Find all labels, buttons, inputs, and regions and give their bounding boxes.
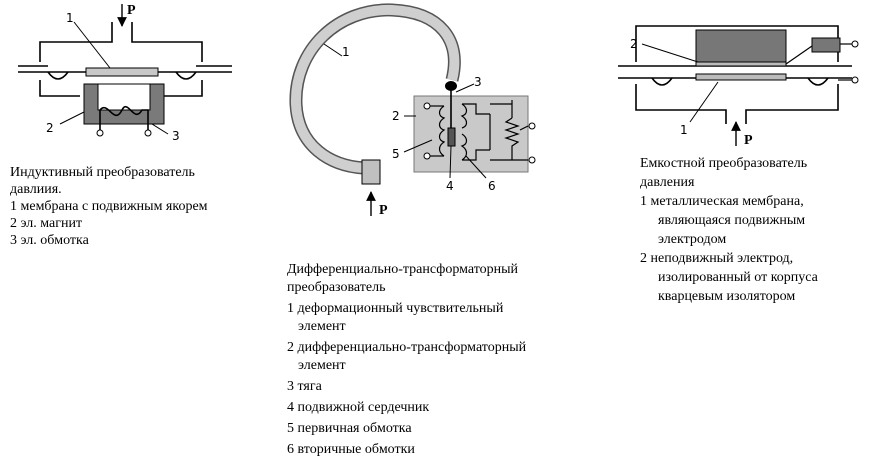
fixed-electrode-plate — [695, 61, 787, 67]
inductive-item-2: 2 эл. магнит — [10, 216, 83, 231]
inductive-caption: Индуктивный преобразователь давлиия. 1 м… — [10, 164, 208, 249]
inductive-title-line1: Индуктивный преобразователь — [10, 165, 195, 180]
differential-item-6: 6 вторичные обмотки — [287, 442, 415, 457]
inductive-terminal-right — [144, 129, 152, 137]
capacitive-terminal-top — [851, 40, 859, 48]
transformer-housing — [413, 95, 529, 173]
differential-item-2a: 2 дифференциально-трансформаторный — [287, 340, 527, 355]
capacitive-item-1c: электродом — [658, 232, 727, 247]
capacitive-label-2: 2 — [630, 37, 638, 51]
differential-label-3: 3 — [474, 75, 482, 89]
capacitive-transducer-figure: P 2 1 — [618, 25, 859, 148]
inductive-item-3: 3 эл. обмотка — [10, 233, 89, 248]
inductive-pressure-label: P — [127, 3, 136, 18]
bourdon-base — [361, 159, 381, 185]
fixed-electrode — [695, 29, 787, 63]
capacitive-item-2b: изолированный от корпуса — [658, 270, 818, 285]
capacitive-caption: Емкостной преобразователь давления 1 мет… — [640, 154, 818, 306]
differential-item-1b: элемент — [298, 319, 346, 334]
differential-caption: Дифференциально-трансформаторный преобра… — [287, 261, 526, 459]
differential-label-6: 6 — [488, 179, 496, 193]
capacitive-item-2a: 2 неподвижный электрод, — [640, 251, 794, 266]
differential-transducer-figure: P 1 2 — [289, 3, 536, 218]
inductive-transducer-figure: P 1 2 3 — [18, 3, 232, 143]
differential-item-3: 3 тяга — [287, 379, 322, 394]
differential-label-4: 4 — [446, 179, 454, 193]
differential-title-line2: преобразователь — [287, 280, 386, 295]
differential-item-5: 5 первичная обмотка — [287, 421, 412, 436]
inductive-armature — [85, 67, 159, 77]
moving-core — [447, 127, 456, 147]
quartz-insulator — [811, 37, 841, 53]
primary-winding — [430, 105, 446, 157]
capacitive-item-1b: являющаяся подвижным — [658, 213, 806, 228]
differential-item-1a: 1 деформационный чувствительный — [287, 301, 504, 316]
capacitive-title-line1: Емкостной преобразователь — [640, 156, 808, 171]
differential-item-4: 4 подвижной сердечник — [287, 400, 430, 415]
secondary-windings — [460, 100, 529, 161]
differential-title-line1: Дифференциально-трансформаторный — [287, 262, 519, 277]
differential-label-1: 1 — [342, 45, 350, 59]
inductive-housing — [18, 22, 232, 97]
differential-pressure-label: P — [379, 203, 388, 218]
inductive-terminal-left — [96, 129, 104, 137]
inductive-label-3: 3 — [172, 129, 180, 143]
inductive-item-1: 1 мембрана с подвижным якорем — [10, 199, 208, 214]
capacitive-title-line2: давления — [640, 175, 695, 190]
capacitive-item-2c: кварцевым изолятором — [658, 289, 796, 304]
inductive-title-line2: давлиия. — [10, 182, 62, 197]
differential-label-2: 2 — [392, 109, 400, 123]
capacitive-pressure-label: P — [744, 133, 753, 148]
differential-label-5: 5 — [392, 147, 400, 161]
capacitive-terminal-bottom — [851, 76, 859, 84]
capacitive-membrane — [695, 73, 787, 81]
inductive-electromagnet — [83, 83, 165, 125]
differential-item-2b: элемент — [298, 358, 346, 373]
bourdon-tip — [445, 81, 457, 91]
capacitive-label-1: 1 — [680, 123, 688, 137]
inductive-label-1: 1 — [66, 11, 74, 25]
inductive-label-2: 2 — [46, 121, 54, 135]
inductive-coil — [99, 106, 149, 130]
capacitive-item-1a: 1 металлическая мембрана, — [640, 194, 804, 209]
